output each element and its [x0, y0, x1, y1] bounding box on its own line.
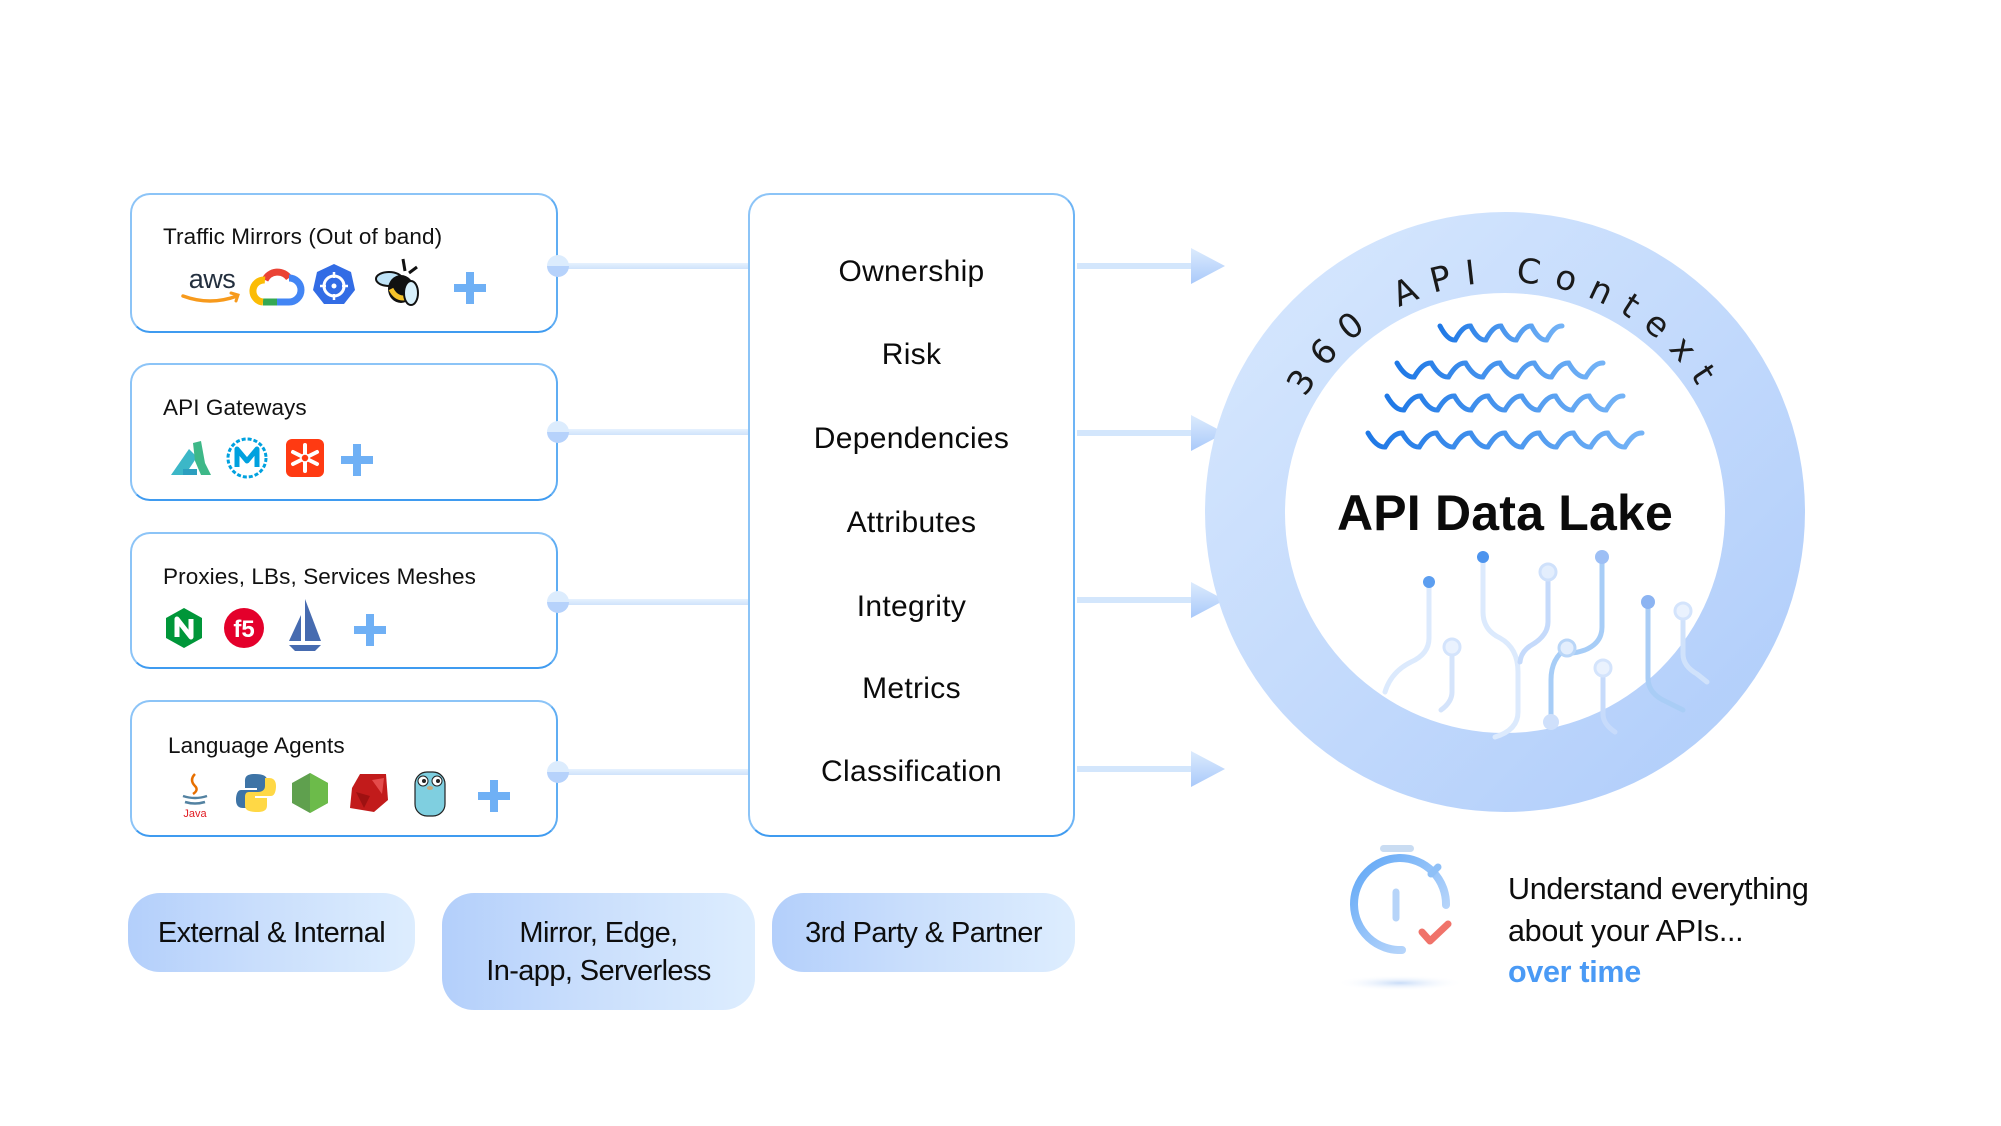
svg-text:aws: aws	[189, 264, 236, 294]
connector-dot	[547, 421, 569, 443]
wave-line	[1394, 360, 1606, 380]
data-lake-title: API Data Lake	[1336, 485, 1674, 541]
connector-dot	[547, 255, 569, 277]
arrow-right-icon	[1077, 415, 1225, 451]
pill-deployment-modes: Mirror, Edge, In-app, Serverless	[442, 893, 755, 1010]
attribute-metrics: Metrics	[862, 672, 961, 705]
svg-text:Java: Java	[183, 808, 207, 820]
nodejs-logo-icon	[287, 770, 333, 816]
aws-logo-icon: aws	[177, 262, 247, 308]
pill-third-party-partner: 3rd Party & Partner	[772, 893, 1075, 972]
arrow-right-icon	[1077, 582, 1225, 618]
attribute-integrity: Integrity	[856, 590, 967, 623]
lake-waves-icon	[1365, 323, 1645, 450]
plus-icon[interactable]	[475, 777, 513, 815]
apigee-red-logo-icon	[282, 435, 328, 481]
stopwatch-icon	[1336, 845, 1464, 991]
footer-accent: over time	[1508, 955, 1641, 989]
api-data-lake-graphic: 360 API Context	[1205, 212, 1805, 812]
pill-label: External & Internal	[157, 916, 386, 949]
pill-label-line-1: Mirror, Edge,	[519, 916, 678, 949]
checkmark-icon	[1418, 920, 1452, 945]
plus-icon[interactable]	[451, 269, 489, 307]
pill-external-internal: External & Internal	[128, 893, 415, 972]
arrow-right-icon	[1077, 248, 1225, 284]
attribute-risk: Risk	[881, 338, 942, 371]
attribute-dependencies: Dependencies	[813, 422, 1010, 455]
source-title: Language Agents	[168, 733, 345, 758]
plus-icon[interactable]	[338, 441, 376, 479]
source-title: Traffic Mirrors (Out of band)	[163, 224, 443, 249]
attribute-ownership: Ownership	[838, 255, 985, 288]
python-logo-icon	[233, 770, 279, 816]
source-box-api-gateways: API Gateways	[130, 363, 558, 501]
bee-logo-icon	[373, 257, 425, 309]
connector-line	[560, 429, 748, 435]
wave-line	[1384, 393, 1626, 413]
attribute-attributes: Attributes	[846, 506, 977, 539]
plus-icon[interactable]	[351, 611, 389, 649]
istio-logo-icon	[281, 597, 327, 653]
mulesoft-logo-icon	[224, 435, 270, 481]
pill-label: 3rd Party & Partner	[805, 916, 1042, 949]
footer-line-1: Understand everything	[1508, 872, 1809, 906]
footer-line-2: about your APIs...	[1508, 914, 1744, 948]
ruby-logo-icon	[346, 770, 392, 816]
source-title: API Gateways	[163, 395, 307, 420]
pill-label-line-2: In-app, Serverless	[486, 954, 711, 987]
kong-logo-icon	[167, 435, 213, 481]
svg-text:f5: f5	[233, 616, 254, 643]
api-context-attributes-box: Ownership Risk Dependencies Attributes I…	[748, 193, 1075, 837]
connector-line	[560, 599, 748, 605]
wave-line	[1365, 430, 1645, 450]
source-box-proxies: Proxies, LBs, Services Meshes f5	[130, 532, 558, 669]
java-logo-icon: Java	[167, 770, 223, 820]
circuit-nodes	[1423, 550, 1693, 730]
lake-inner-circle	[1285, 293, 1725, 733]
wave-line	[1437, 323, 1565, 343]
connector-line	[560, 263, 748, 269]
connector-line	[560, 769, 748, 775]
f5-logo-icon: f5	[221, 605, 267, 651]
nginx-logo-icon	[161, 605, 207, 651]
source-box-language-agents: Language Agents Java	[130, 700, 558, 837]
connector-dot	[547, 591, 569, 613]
source-title: Proxies, LBs, Services Meshes	[163, 564, 477, 589]
kubernetes-logo-icon	[311, 262, 357, 308]
source-box-traffic-mirrors: Traffic Mirrors (Out of band) aws	[130, 193, 558, 333]
arrow-right-icon	[1077, 751, 1225, 787]
google-cloud-logo-icon	[249, 262, 305, 308]
attribute-classification: Classification	[821, 755, 1002, 788]
connector-dot	[547, 761, 569, 783]
go-gopher-logo-icon	[407, 766, 453, 818]
